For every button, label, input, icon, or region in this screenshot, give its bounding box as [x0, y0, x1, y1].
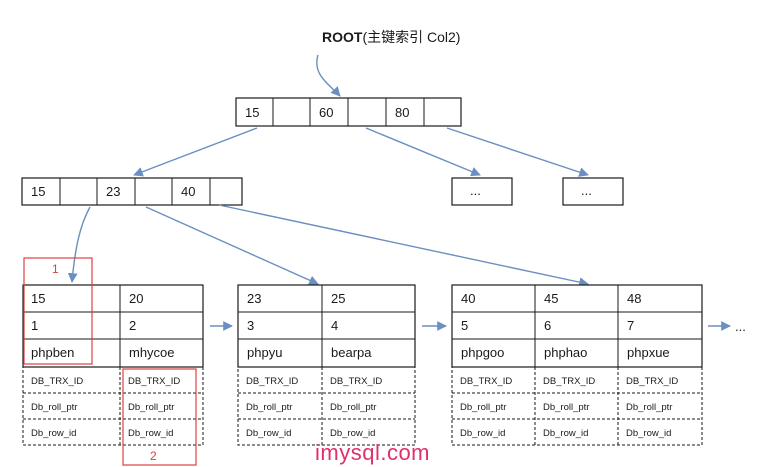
- leaf-id: 3: [247, 318, 254, 333]
- leaf-key: 45: [544, 291, 558, 306]
- leaf-key: 20: [129, 291, 143, 306]
- leaf-name: phpben: [31, 345, 74, 360]
- hidden-col-label: Db_row_id: [246, 428, 291, 439]
- leaf-key: 15: [31, 291, 45, 306]
- leaf-id: 1: [31, 318, 38, 333]
- hidden-col-label: Db_row_id: [543, 428, 588, 439]
- leaf-name: bearpa: [331, 345, 372, 360]
- hidden-col-label: Db_roll_ptr: [246, 402, 292, 413]
- leaf-id: 6: [544, 318, 551, 333]
- leaf-name: mhycoe: [129, 345, 175, 360]
- internal-key: 23: [106, 184, 120, 199]
- leaf-key: 23: [247, 291, 261, 306]
- leaf-id: 7: [627, 318, 634, 333]
- hidden-col-label: Db_row_id: [460, 428, 505, 439]
- leaf-page: 40 45 48 5 6 7 phpgoo phphao phpxue DB_T…: [451, 284, 703, 446]
- annotation-label-1: 1: [52, 262, 59, 276]
- diagram-title: ROOT(主键索引 Col2): [322, 29, 460, 45]
- hidden-col-label: Db_row_id: [330, 428, 375, 439]
- leaf-key: 48: [627, 291, 641, 306]
- internal-key: 15: [31, 184, 45, 199]
- hidden-col-label: Db_row_id: [626, 428, 671, 439]
- leaf-id: 2: [129, 318, 136, 333]
- root-key: 60: [319, 105, 333, 120]
- hidden-col-label: DB_TRX_ID: [330, 376, 382, 387]
- leaf-name: phphao: [544, 345, 587, 360]
- hidden-col-label: Db_roll_ptr: [626, 402, 672, 413]
- leaf-page: 23 25 3 4 phpyu bearpa DB_TRX_ID DB_TRX_…: [237, 284, 416, 446]
- leaf-name: phpyu: [247, 345, 282, 360]
- leaf-pointer-arrow: [67, 206, 91, 283]
- leaf-key: 25: [331, 291, 345, 306]
- hidden-col-label: DB_TRX_ID: [543, 376, 595, 387]
- hidden-col-label: DB_TRX_ID: [128, 376, 180, 387]
- leaf-name: phpxue: [627, 345, 670, 360]
- title-rest-label: (主键索引 Col2): [362, 29, 460, 45]
- hidden-col-label: Db_roll_ptr: [31, 402, 77, 413]
- watermark-text: imysql.com: [315, 440, 430, 465]
- hidden-col-label: Db_roll_ptr: [128, 402, 174, 413]
- leaf-id: 4: [331, 318, 338, 333]
- ellipsis-label: ...: [470, 183, 481, 198]
- hidden-col-label: Db_row_id: [128, 428, 173, 439]
- hidden-col-label: Db_row_id: [31, 428, 76, 439]
- annotation-label-2: 2: [150, 449, 157, 463]
- annotation-box-2: [122, 368, 197, 466]
- internal-node: 15 23 40: [21, 177, 243, 206]
- root-entry-arrow: [316, 54, 341, 97]
- root-child-arrow: [133, 127, 258, 177]
- root-child-arrow: [446, 127, 589, 177]
- leaf-page: 15 20 1 2 phpben mhycoe DB_TRX_ID DB_TRX…: [22, 284, 204, 446]
- root-child-arrow: [365, 127, 481, 177]
- leaf-pointer-arrow: [218, 204, 589, 287]
- trailing-ellipsis: ...: [735, 319, 746, 334]
- leaf-pointer-arrow: [145, 206, 319, 285]
- internal-key: 40: [181, 184, 195, 199]
- hidden-col-label: DB_TRX_ID: [31, 376, 83, 387]
- root-node: 15 60 80: [235, 97, 462, 127]
- root-key: 15: [245, 105, 259, 120]
- ellipsis-node: ...: [562, 177, 624, 206]
- annotation-box-1: [23, 257, 93, 365]
- leaf-name: phpgoo: [461, 345, 504, 360]
- title-root-label: ROOT: [322, 29, 363, 45]
- hidden-col-label: DB_TRX_ID: [460, 376, 512, 387]
- hidden-col-label: DB_TRX_ID: [246, 376, 298, 387]
- hidden-col-label: Db_roll_ptr: [330, 402, 376, 413]
- hidden-col-label: Db_roll_ptr: [543, 402, 589, 413]
- hidden-col-label: DB_TRX_ID: [626, 376, 678, 387]
- ellipsis-label: ...: [581, 183, 592, 198]
- root-key: 80: [395, 105, 409, 120]
- ellipsis-node: ...: [451, 177, 513, 206]
- leaf-key: 40: [461, 291, 475, 306]
- hidden-col-label: Db_roll_ptr: [460, 402, 506, 413]
- leaf-id: 5: [461, 318, 468, 333]
